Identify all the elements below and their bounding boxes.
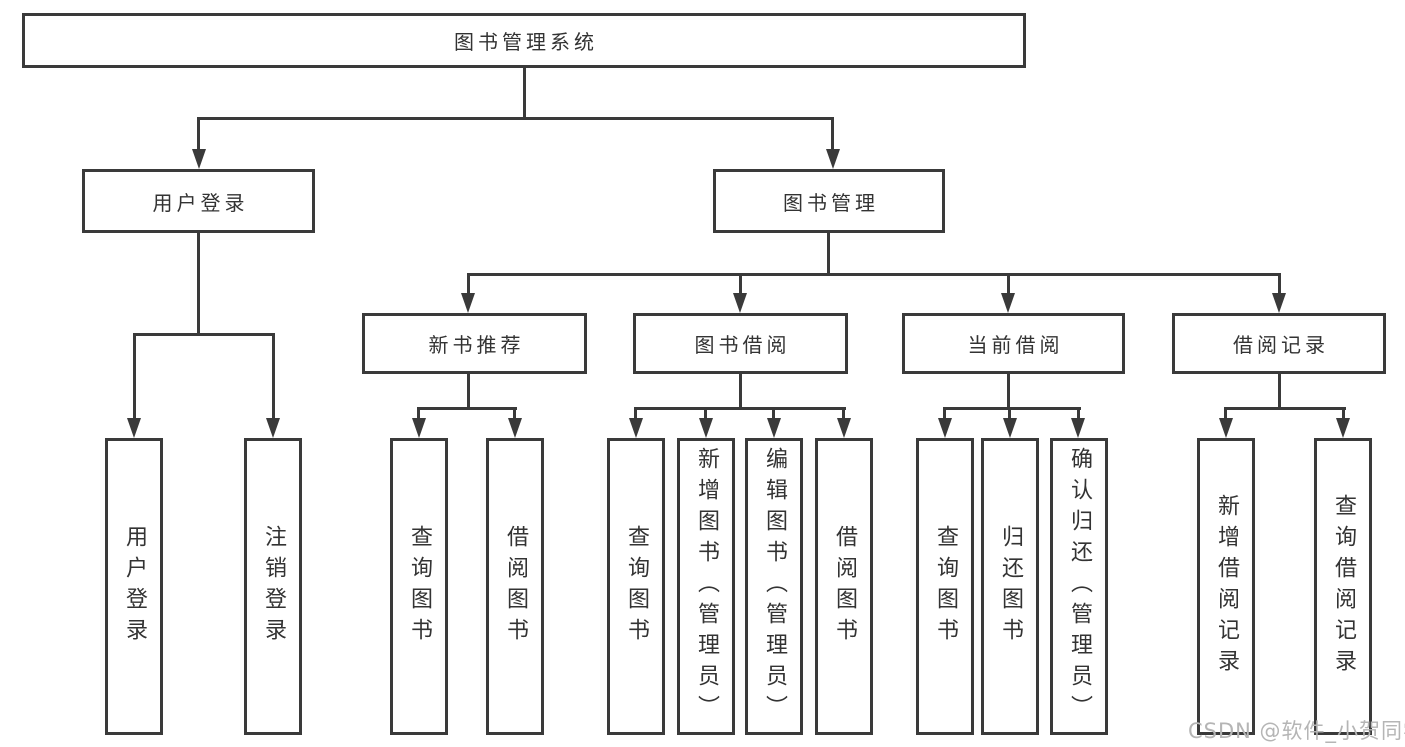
arrow-down-icon [767, 418, 781, 438]
connector-stem [842, 407, 845, 421]
connector-stem [1342, 407, 1345, 421]
leaf-confirm-return-admin: 确认归还（管理员） [1050, 438, 1108, 735]
arrow-down-icon [461, 293, 475, 313]
connector-book-borrow-rail [634, 407, 846, 410]
node-borrowing-records: 借阅记录 [1172, 313, 1386, 374]
arrow-down-icon [127, 418, 141, 438]
arrow-down-icon [699, 418, 713, 438]
arrow-down-icon [266, 418, 280, 438]
leaf-edit-books-admin: 编辑图书（管理员） [745, 438, 803, 735]
arrow-down-icon [412, 418, 426, 438]
connector-stem [1077, 407, 1080, 421]
connector-stem [513, 407, 516, 421]
leaf-borrow-books: 借阅图书 [486, 438, 544, 735]
connector-level1-rail [197, 117, 834, 120]
arrow-down-icon [1071, 418, 1085, 438]
arrow-down-icon [826, 149, 840, 169]
connector-current-borrow-rail [943, 407, 1081, 410]
connector-stem-login-leaf [133, 333, 136, 421]
leaf-query-books: 查询图书 [390, 438, 448, 735]
connector-user-login-drop [197, 233, 200, 336]
arrow-down-icon [1003, 418, 1017, 438]
connector-new-book-rail [417, 407, 517, 410]
node-current-borrowing: 当前借阅 [902, 313, 1125, 374]
arrow-down-icon [837, 418, 851, 438]
connector-level2-rail [467, 273, 1281, 276]
node-library-management-system: 图书管理系统 [22, 13, 1026, 68]
node-user-login: 用户登录 [82, 169, 315, 233]
node-book-borrowing: 图书借阅 [633, 313, 848, 374]
arrow-down-icon [1272, 293, 1286, 313]
connector-stem [704, 407, 707, 421]
leaf-query-books: 查询图书 [607, 438, 665, 735]
connector-stem-book-management [831, 117, 834, 152]
node-new-book-recommend: 新书推荐 [362, 313, 587, 374]
connector-stem [634, 407, 637, 421]
connector-book-borrow-drop [739, 374, 742, 410]
node-book-management: 图书管理 [713, 169, 945, 233]
connector-stem-book-borrow [739, 273, 742, 296]
csdn-watermark: CSDN @软件_小贺同学 [1188, 719, 1405, 743]
connector-stem-user-login [197, 117, 200, 152]
connector-borrow-record-drop [1278, 374, 1281, 410]
connector-borrow-record-rail [1224, 407, 1346, 410]
connector-stem-new-book [467, 273, 470, 296]
leaf-borrow-books: 借阅图书 [815, 438, 873, 735]
connector-stem [943, 407, 946, 421]
connector-user-login-rail [133, 333, 275, 336]
leaf-query-books: 查询图书 [916, 438, 974, 735]
arrow-down-icon [938, 418, 952, 438]
connector-stem-borrow-record [1278, 273, 1281, 296]
arrow-down-icon [1336, 418, 1350, 438]
connector-stem [1224, 407, 1227, 421]
leaf-add-borrow-record: 新增借阅记录 [1197, 438, 1255, 735]
connector-stem-logout-leaf [272, 333, 275, 421]
arrow-down-icon [733, 293, 747, 313]
leaf-user-login: 用户登录 [105, 438, 163, 735]
connector-stem-current-borrow [1007, 273, 1010, 296]
arrow-down-icon [192, 149, 206, 169]
leaf-return-books: 归还图书 [981, 438, 1039, 735]
connector-stem [417, 407, 420, 421]
arrow-down-icon [1001, 293, 1015, 313]
arrow-down-icon [508, 418, 522, 438]
leaf-add-books-admin: 新增图书（管理员） [677, 438, 735, 735]
connector-root-drop [523, 68, 526, 117]
connector-current-borrow-drop [1007, 374, 1010, 410]
leaf-logout: 注销登录 [244, 438, 302, 735]
leaf-query-borrow-record: 查询借阅记录 [1314, 438, 1372, 735]
connector-new-book-drop [467, 374, 470, 410]
connector-book-management-drop [827, 233, 830, 276]
arrow-down-icon [629, 418, 643, 438]
connector-stem [1008, 407, 1011, 421]
arrow-down-icon [1219, 418, 1233, 438]
connector-stem [772, 407, 775, 421]
